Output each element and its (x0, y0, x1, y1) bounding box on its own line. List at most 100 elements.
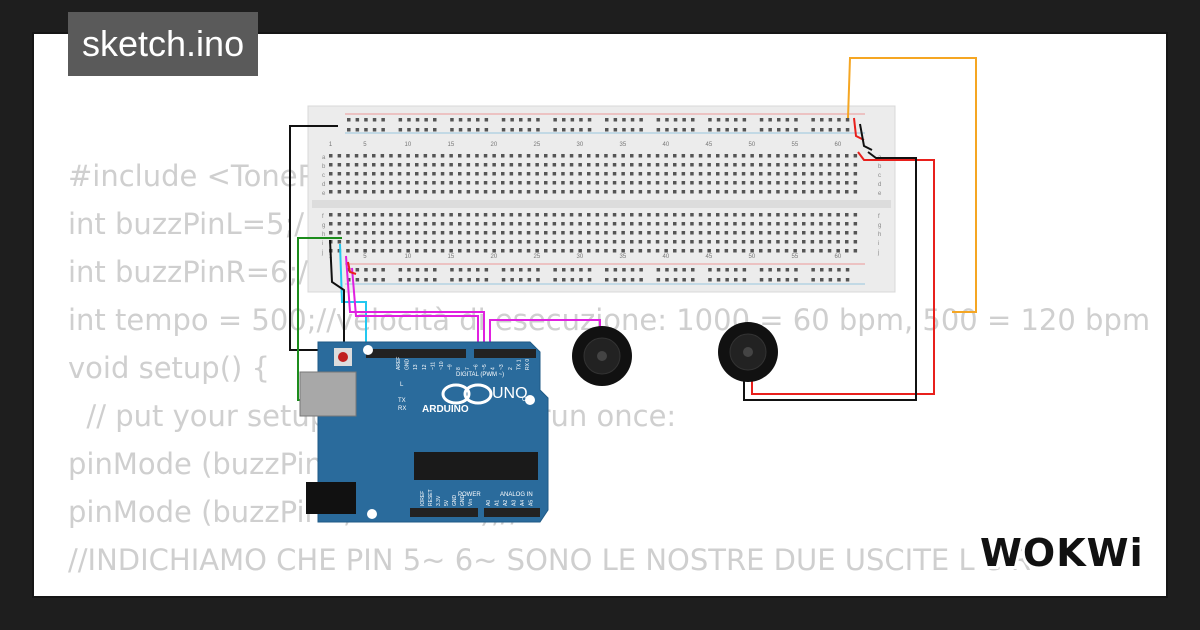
pin-label: 8 (456, 367, 462, 370)
column-number: 40 (663, 142, 670, 148)
row-letter: c (322, 173, 325, 179)
column-number: 25 (534, 254, 541, 260)
pin-label: A3 (512, 500, 518, 506)
pin-label: A1 (495, 500, 501, 506)
column-number: 20 (491, 142, 498, 148)
pin-label: 7 (465, 367, 471, 370)
wire-magenta-1 (345, 255, 485, 352)
pin-label: RESET (428, 489, 434, 506)
row-letter: i (322, 241, 323, 247)
column-number: 20 (491, 254, 498, 260)
row-letter: a (322, 155, 326, 161)
column-number: 15 (448, 142, 455, 148)
column-number: 45 (706, 254, 713, 260)
pin-label: ~9 (448, 364, 454, 370)
arduino-model: UNO (492, 385, 528, 402)
project-title[interactable]: sketch.ino (68, 12, 259, 76)
column-number: 55 (792, 254, 799, 260)
arduino-brand: ARDUINO (422, 404, 469, 415)
pin-label: A2 (503, 500, 509, 506)
row-letter: f (322, 214, 324, 220)
row-letter: j (877, 250, 879, 256)
column-number: 35 (620, 142, 627, 148)
column-number: 10 (405, 254, 412, 260)
breadboard-column-numbers: 1155101015152020252530303535404045455050… (329, 142, 842, 260)
pin-label: 2 (508, 367, 514, 370)
column-number: 5 (363, 254, 367, 260)
code-line: //Sc (68, 584, 1150, 596)
pin-label: A4 (520, 500, 526, 506)
pin-label: AREF (396, 357, 402, 370)
code-line: int buzzPinL=5;/ (68, 207, 304, 241)
pin-label: 12 (422, 364, 428, 370)
buzzer-right[interactable] (718, 322, 778, 382)
pin-label: A5 (529, 500, 535, 506)
row-letter: i (878, 241, 879, 247)
wire-orange (847, 57, 977, 313)
column-number: 40 (663, 254, 670, 260)
power-jack (306, 482, 356, 514)
column-number: 60 (835, 254, 842, 260)
column-number: 25 (534, 142, 541, 148)
pin-label: 4 (491, 367, 497, 370)
wokwi-logo[interactable]: WOKWi WOKWi (978, 524, 1154, 580)
breadboard[interactable]: 1155101015152020252530303535404045455050… (307, 105, 896, 293)
column-number: 5 (363, 142, 367, 148)
row-letter: c (878, 173, 881, 179)
column-number: 30 (577, 142, 584, 148)
wire-black-top (859, 123, 873, 151)
column-number: 50 (749, 254, 756, 260)
on-label: ON (522, 397, 531, 403)
column-number: 35 (620, 254, 627, 260)
microcontroller-chip (414, 452, 538, 480)
code-line: int buzzPinR=6;/ (68, 255, 308, 289)
column-number: 10 (405, 142, 412, 148)
pin-label: RX 0 (525, 359, 531, 370)
column-number: 1 (329, 142, 333, 148)
column-number: 15 (448, 254, 455, 260)
buzzer-left[interactable] (572, 326, 632, 386)
row-letter: e (322, 191, 326, 197)
pin-label: GND (460, 495, 466, 507)
column-number: 30 (577, 254, 584, 260)
pin-label: ~3 (499, 364, 505, 370)
usb-port (299, 371, 357, 417)
pin-label: ~6 (473, 364, 479, 370)
wire-red-right (751, 151, 935, 395)
column-number: 55 (792, 142, 799, 148)
row-letter: b (878, 164, 882, 170)
code-line: int tempo = 500;//velocità di esecuzione… (68, 303, 1151, 337)
row-letter: h (322, 232, 325, 238)
arduino-uno[interactable]: UNO ARDUINO DIGITAL (PWM ~) POWER ANALOG… (299, 341, 549, 523)
pin-label: GND (405, 359, 411, 371)
wire-black-right (743, 151, 917, 401)
wire-red-mid (347, 261, 357, 275)
code-line: //INDICHIAMO CHE PIN 5~ 6~ SONO LE NOSTR… (68, 543, 1032, 577)
power-label: POWER (458, 492, 481, 498)
pin-label: A0 (486, 500, 492, 506)
row-letter: f (878, 214, 880, 220)
pin-label: ~11 (430, 362, 436, 370)
code-line: #include <ToneP (68, 159, 316, 193)
pin-label: TX 1 (516, 359, 522, 370)
pin-label: ~5 (482, 364, 488, 370)
pin-label: Vin (468, 499, 474, 506)
row-letter: h (878, 232, 881, 238)
row-letter: e (878, 191, 882, 197)
rx-label: RX (398, 406, 406, 412)
breadboard-holes (329, 118, 858, 282)
wire-magenta-2 (351, 267, 479, 352)
row-letter: b (322, 164, 326, 170)
pin-label: 5V (444, 499, 450, 506)
digital-label: DIGITAL (PWM ~) (456, 372, 504, 378)
svg-text:WOKWi: WOKWi (980, 531, 1144, 575)
l-label: L (400, 382, 404, 388)
pin-label: 3.3V (436, 495, 442, 506)
wire-black-mid (329, 239, 345, 350)
analog-label: ANALOG IN (500, 492, 533, 498)
row-letter: g (322, 223, 325, 229)
pin-label: ~10 (439, 361, 445, 370)
